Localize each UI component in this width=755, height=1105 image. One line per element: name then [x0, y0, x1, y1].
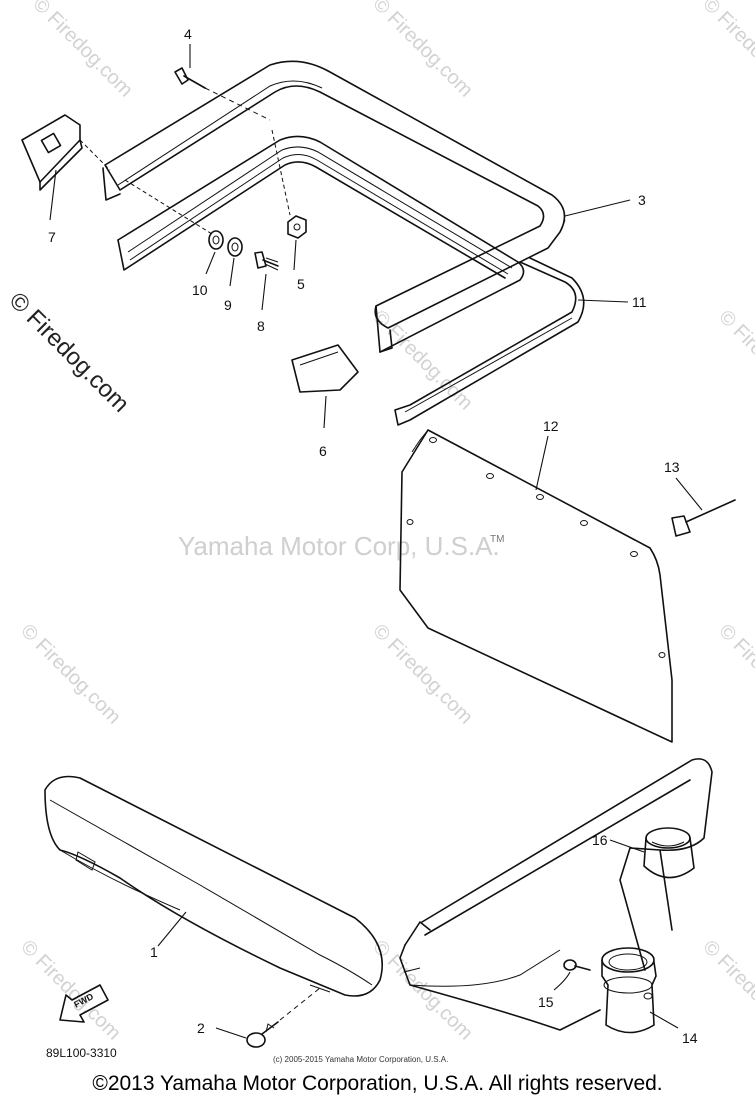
callout-8: 8: [257, 318, 265, 334]
part-3-upper-frame: [102, 60, 566, 353]
watermark-tile: © Firedog.com: [368, 0, 477, 101]
callout-14: 14: [682, 1030, 698, 1046]
watermark-tile: © Firedog.com: [714, 620, 755, 729]
side-watermark: © Firedog.com: [4, 287, 135, 418]
watermark-tile: © Firedog.com: [368, 620, 477, 729]
part-16-cap: [643, 827, 695, 879]
callout-6: 6: [319, 443, 327, 459]
callout-12: 12: [543, 418, 559, 434]
part-5-nut: [271, 129, 307, 239]
part-14-filler-neck: [601, 947, 657, 1034]
watermark-tile: © Firedog.com: [698, 936, 755, 1045]
center-watermark: Yamaha Motor Corp, U.S.A.: [178, 531, 500, 561]
watermark-tile: © Firedog.com: [16, 620, 125, 729]
callout-16: 16: [592, 832, 608, 848]
part-2-screw: [246, 987, 321, 1048]
part-11-weatherstrip: [394, 257, 585, 426]
part-9-washer: [227, 237, 243, 257]
diagram-code: 89L100-3310: [46, 1046, 117, 1060]
part-4-screw: [174, 67, 271, 121]
part-6-cap: [291, 344, 359, 393]
watermark-tile: © Firedog.com: [368, 936, 477, 1045]
callout-4: 4: [184, 26, 192, 42]
part-frame-lower-right: [399, 758, 713, 1031]
part-1-bumper: [44, 775, 384, 997]
callout-11: 11: [632, 294, 647, 310]
watermark-tile: © Firedog.com: [714, 306, 755, 415]
leader-lines: [49, 44, 703, 1039]
watermark-tile: © Firedog.com: [698, 0, 755, 101]
part-8-bolt: [254, 251, 279, 271]
callout-10: 10: [192, 282, 208, 298]
callout-13: 13: [664, 459, 680, 475]
callout-15: 15: [538, 994, 554, 1010]
part-inner-channel: [117, 135, 525, 353]
part-15-screw: [563, 959, 591, 971]
part-12-panel: TM: [399, 429, 673, 743]
assembly-line: [124, 179, 213, 235]
part-13-rivet: [671, 499, 736, 537]
callout-numbers: 1 2 3 4 5 6 7 8 9 10 11 12 13 14 15 16: [48, 26, 698, 1046]
callout-7: 7: [48, 229, 56, 245]
part-7-bracket: [21, 114, 111, 191]
callout-2: 2: [197, 1020, 205, 1036]
footer-copyright: ©2013 Yamaha Motor Corporation, U.S.A. A…: [92, 1072, 663, 1095]
watermark-tile: © Firedog.com: [28, 0, 137, 101]
callout-9: 9: [224, 297, 232, 313]
tm-mark: TM: [490, 534, 504, 545]
part-10-washer: [208, 230, 224, 250]
callout-3: 3: [638, 192, 646, 208]
callout-5: 5: [297, 276, 305, 292]
watermark-tile: © Firedog.com: [16, 936, 125, 1045]
small-copyright: (c) 2005-2015 Yamaha Motor Corporation, …: [273, 1055, 448, 1064]
callout-1: 1: [150, 944, 158, 960]
watermark-tiles: © Firedog.com © Firedog.com © Firedog.co…: [16, 0, 755, 1044]
